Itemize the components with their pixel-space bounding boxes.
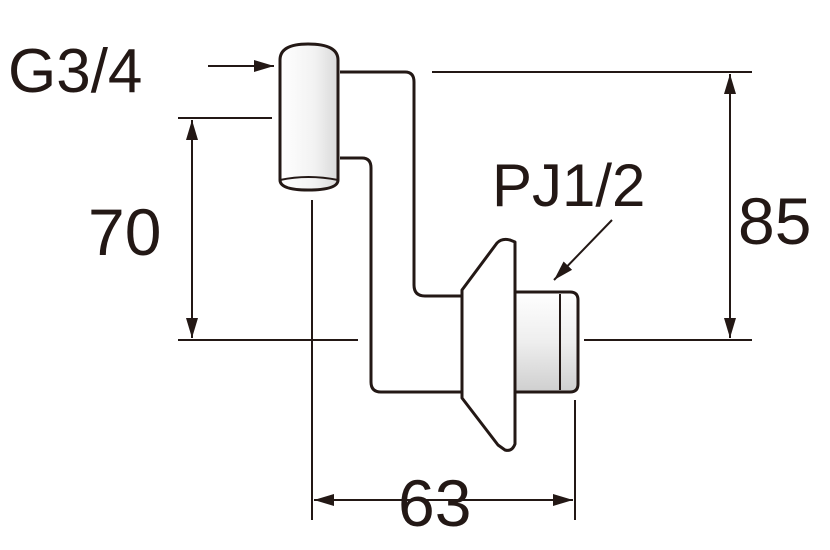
flange-plate <box>460 237 517 452</box>
bent-pipe-outer <box>340 70 462 298</box>
fitting-body <box>278 42 580 452</box>
width-63-label: 63 <box>398 466 471 540</box>
inlet-thread-label: G3/4 <box>8 37 142 106</box>
inlet-cylinder <box>278 42 340 192</box>
dimension-lines <box>178 60 752 520</box>
outlet-leader-arrow <box>553 219 613 281</box>
inlet-cylinder-bottom-edge <box>279 176 339 181</box>
outlet-thread-label: PJ1/2 <box>492 152 645 219</box>
bent-pipe-inner <box>340 156 462 394</box>
outlet-thread <box>513 290 580 394</box>
height-85-label: 85 <box>738 184 811 258</box>
height-70-label: 70 <box>88 195 161 269</box>
